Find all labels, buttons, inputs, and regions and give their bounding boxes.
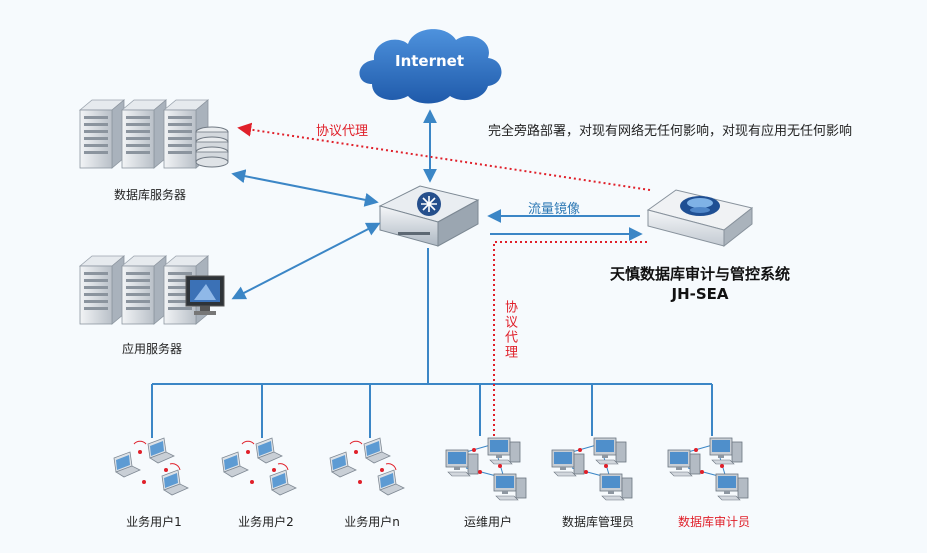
audit-appliance-icon (646, 189, 754, 248)
proxy-label-vertical: 协议代理 (502, 300, 517, 360)
database-cylinder-icon (195, 126, 229, 168)
app-server-label: 应用服务器 (121, 342, 183, 356)
user-label-n: 业务用户n (344, 515, 400, 529)
deployment-note: 完全旁路部署，对现有网络无任何影响，对现有应用无任何影响 (488, 124, 853, 139)
monitor-icon (185, 275, 225, 315)
internet-cloud-icon (359, 29, 502, 104)
proxy-links (237, 122, 651, 436)
network-links (151, 109, 713, 438)
user-group-icon (113, 437, 749, 501)
auditor-label: 数据库审计员 (677, 515, 751, 529)
system-code: JH-SEA (671, 285, 729, 303)
internet-label: Internet (395, 52, 465, 70)
ops-user-label: 运维用户 (463, 515, 513, 529)
mirror-label: 流量镜像 (528, 202, 581, 217)
database-server-icon (79, 99, 229, 169)
db-server-label: 数据库服务器 (113, 188, 187, 202)
network-switch-icon (378, 185, 480, 247)
system-name: 天慎数据库审计与管控系统 (609, 265, 791, 283)
dba-label: 数据库管理员 (561, 515, 635, 529)
user-label-2: 业务用户2 (238, 515, 294, 529)
proxy-label-top: 协议代理 (316, 124, 369, 139)
user-label-1: 业务用户1 (126, 515, 182, 529)
app-server-icon (79, 255, 225, 325)
